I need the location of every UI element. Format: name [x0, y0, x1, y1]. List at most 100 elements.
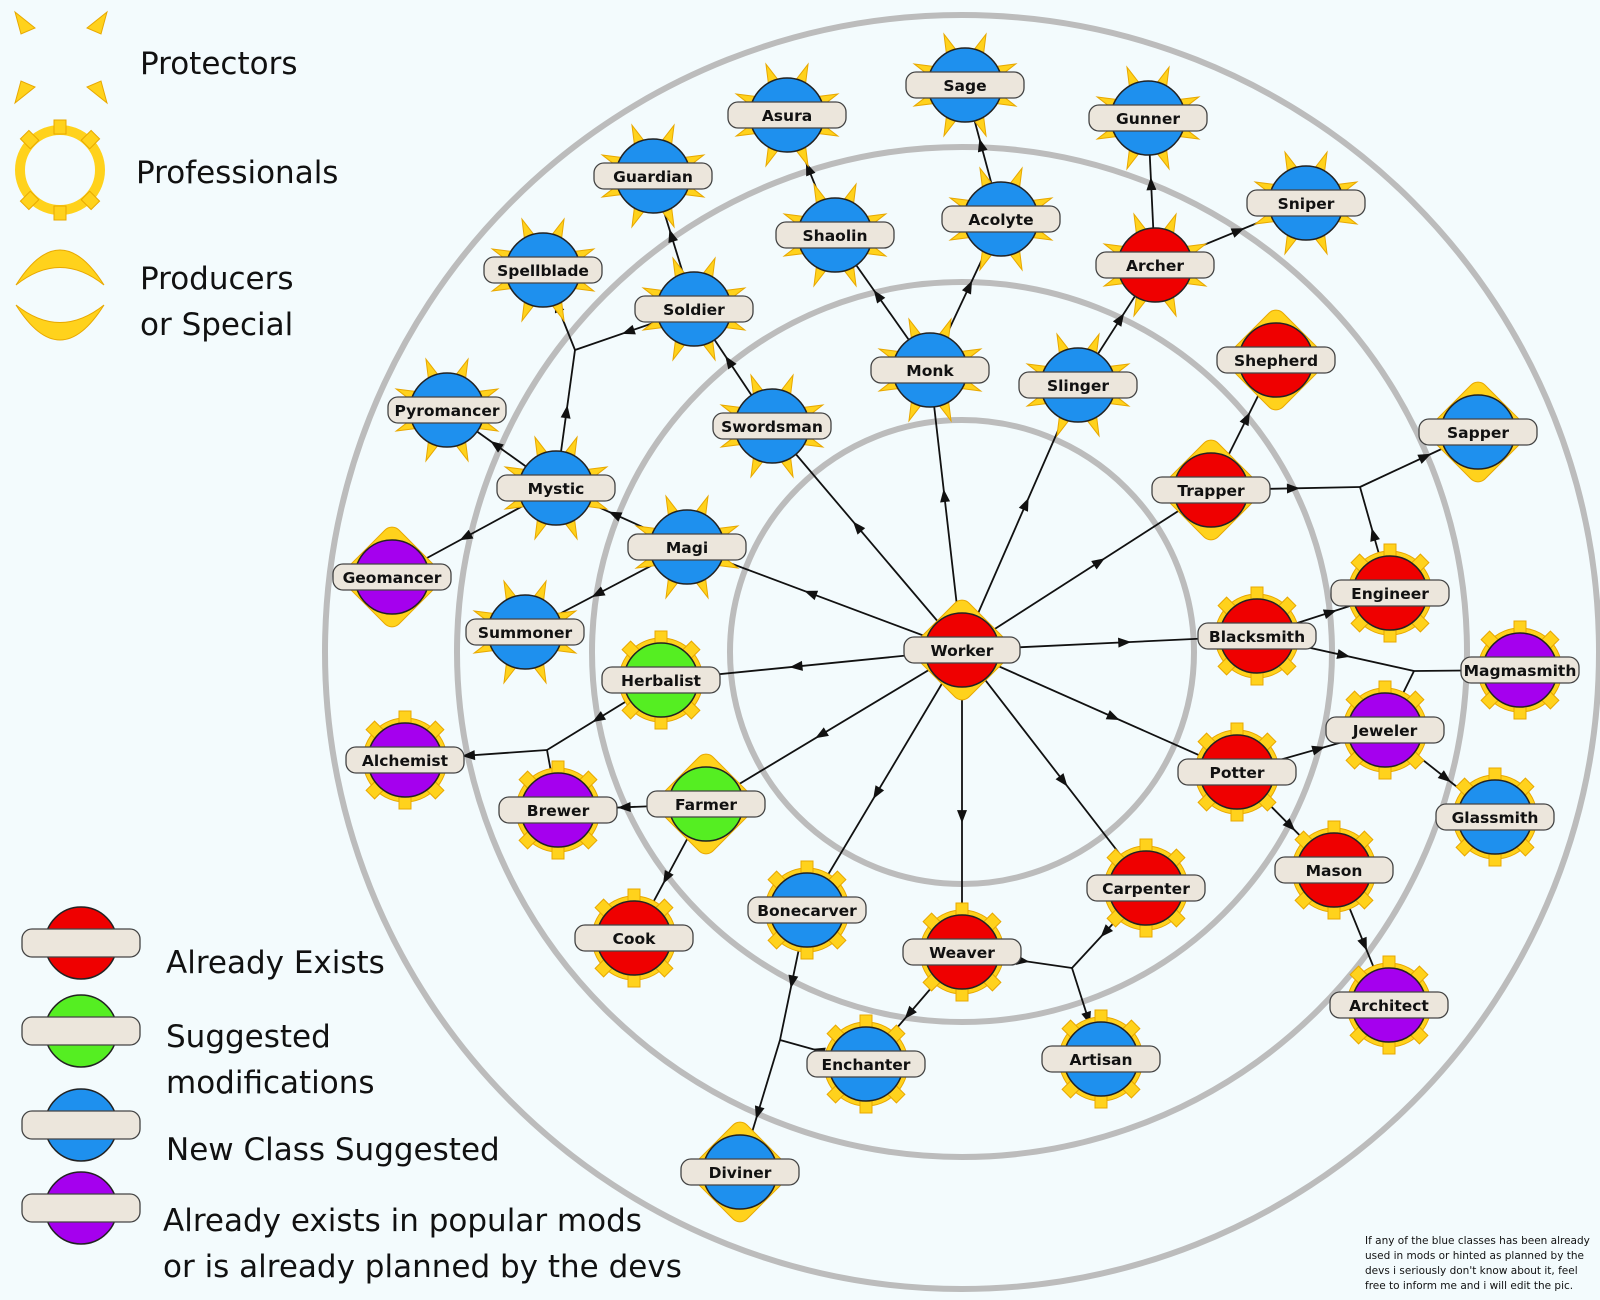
node-monk: Monk: [870, 317, 990, 423]
ring-4: [322, 12, 1600, 1292]
node-geomancer-label-box: [332, 563, 452, 591]
node-cook-label: Cook: [613, 930, 657, 948]
arrowhead: [668, 229, 678, 244]
node-mason-label-box: [1274, 856, 1394, 884]
node-swordsman: Swordsman: [712, 373, 832, 479]
node-blacksmith-label-box: [1197, 622, 1317, 650]
arrowhead: [1146, 177, 1157, 191]
node-magi-label-box: [627, 533, 747, 561]
node-potter-label-box: [1177, 758, 1297, 786]
arrowhead: [873, 290, 886, 304]
arrowhead: [1357, 936, 1367, 951]
node-sapper-label-box: [1418, 418, 1538, 446]
node-soldier: Soldier: [634, 256, 754, 362]
node-brewer-label: Brewer: [527, 802, 590, 820]
arrowhead: [815, 727, 829, 739]
node-magi-label: Magi: [666, 539, 708, 557]
node-enchanter: Enchanter: [806, 1014, 926, 1114]
legend-mods-icon: [21, 1171, 141, 1245]
arrowhead: [873, 785, 885, 800]
node-archer: Archer: [1095, 212, 1215, 318]
node-acolyte-label: Acolyte: [968, 211, 1033, 229]
node-guardian-label-box: [593, 162, 713, 190]
arrowhead: [560, 405, 571, 419]
node-herbalist-label-box: [601, 666, 721, 694]
node-potter-label: Potter: [1210, 764, 1265, 782]
arrowhead: [725, 355, 737, 370]
node-swordsman-label: Swordsman: [721, 418, 823, 436]
legend-protectors-label: Protectors: [140, 46, 298, 82]
node-diviner-label: Diviner: [709, 1164, 772, 1182]
node-gunner-label: Gunner: [1116, 110, 1180, 128]
node-pyromancer-label-box: [387, 396, 507, 424]
node-artisan-label: Artisan: [1069, 1051, 1132, 1069]
node-enchanter-label-box: [806, 1050, 926, 1078]
arrowhead: [459, 529, 474, 541]
node-shaolin: Shaolin: [775, 182, 895, 288]
arrowhead: [1118, 637, 1132, 648]
node-weaver: Weaver: [902, 902, 1022, 1002]
disclaimer-note: If any of the blue classes has been alre…: [1365, 1235, 1590, 1292]
node-engineer: Engineer: [1330, 543, 1450, 643]
legend-icons: [14, 10, 141, 1245]
legend-exists-icon: [21, 906, 141, 980]
node-shepherd-label: Shepherd: [1234, 352, 1318, 370]
node-farmer-label-box: [646, 790, 766, 818]
arrowhead: [1105, 710, 1120, 720]
node-mason-label: Mason: [1306, 862, 1363, 880]
node-asura-label: Asura: [762, 107, 812, 125]
node-artisan: Artisan: [1041, 1009, 1161, 1109]
legend-mods-label-line1: Already exists in popular mods: [163, 1203, 642, 1239]
node-diviner: Diviner: [680, 1121, 800, 1223]
node-archer-label: Archer: [1126, 257, 1184, 275]
node-soldier-label: Soldier: [663, 301, 725, 319]
node-monk-label: Monk: [906, 362, 954, 380]
node-summoner-label-box: [465, 618, 585, 646]
node-asura: Asura: [727, 62, 847, 168]
arrowhead: [1112, 313, 1125, 327]
node-alchemist: Alchemist: [345, 710, 465, 810]
arrowhead: [1311, 745, 1326, 756]
arrowhead: [961, 280, 973, 295]
node-shepherd: Shepherd: [1216, 309, 1336, 411]
node-worker: Worker: [903, 599, 1021, 701]
node-brewer-label-box: [498, 796, 618, 824]
node-magmasmith: Magmasmith: [1460, 620, 1580, 720]
node-shaolin-label-box: [775, 221, 895, 249]
arrowhead: [1437, 770, 1451, 783]
node-shaolin-label: Shaolin: [803, 227, 868, 245]
arrowhead: [754, 1105, 765, 1120]
node-glassmith-label-box: [1435, 803, 1555, 831]
node-spellblade: Spellblade: [483, 217, 603, 323]
edge-worker-weaver: [957, 650, 967, 952]
node-bonecarver-label-box: [747, 896, 867, 924]
node-sniper-label: Sniper: [1278, 195, 1335, 213]
edge-worker-trapper: [961, 489, 1212, 651]
node-weaver-label: Weaver: [929, 944, 995, 962]
legend-producer-icon: [15, 249, 105, 341]
edge-worker-bonecarver: [806, 649, 963, 911]
legend-suggested-label-line1: Suggested: [166, 1019, 331, 1055]
arrowhead: [608, 511, 623, 522]
node-monk-label-box: [870, 356, 990, 384]
legend-suggested-icon: [21, 994, 141, 1068]
node-architect-label: Architect: [1349, 997, 1429, 1015]
node-magmasmith-label: Magmasmith: [1464, 662, 1577, 680]
arrowhead: [1100, 924, 1114, 938]
arrowhead: [1282, 818, 1296, 831]
node-sapper-label: Sapper: [1447, 424, 1509, 442]
legend-protector-icon: [14, 10, 108, 105]
node-alchemist-label-box: [345, 746, 465, 774]
node-sapper: Sapper: [1418, 381, 1538, 483]
node-bonecarver: Bonecarver: [747, 860, 867, 960]
arrowhead: [1286, 483, 1300, 494]
node-pyromancer-label: Pyromancer: [394, 402, 499, 420]
node-glassmith-label: Glassmith: [1452, 809, 1539, 827]
node-jeweler-label: Jeweler: [1352, 722, 1418, 740]
node-enchanter-label: Enchanter: [822, 1056, 911, 1074]
node-farmer: Farmer: [646, 753, 766, 855]
edge-worker-carpenter: [961, 649, 1147, 889]
node-mason: Mason: [1274, 820, 1394, 920]
legend-producers-label-line2: or Special: [140, 307, 294, 343]
